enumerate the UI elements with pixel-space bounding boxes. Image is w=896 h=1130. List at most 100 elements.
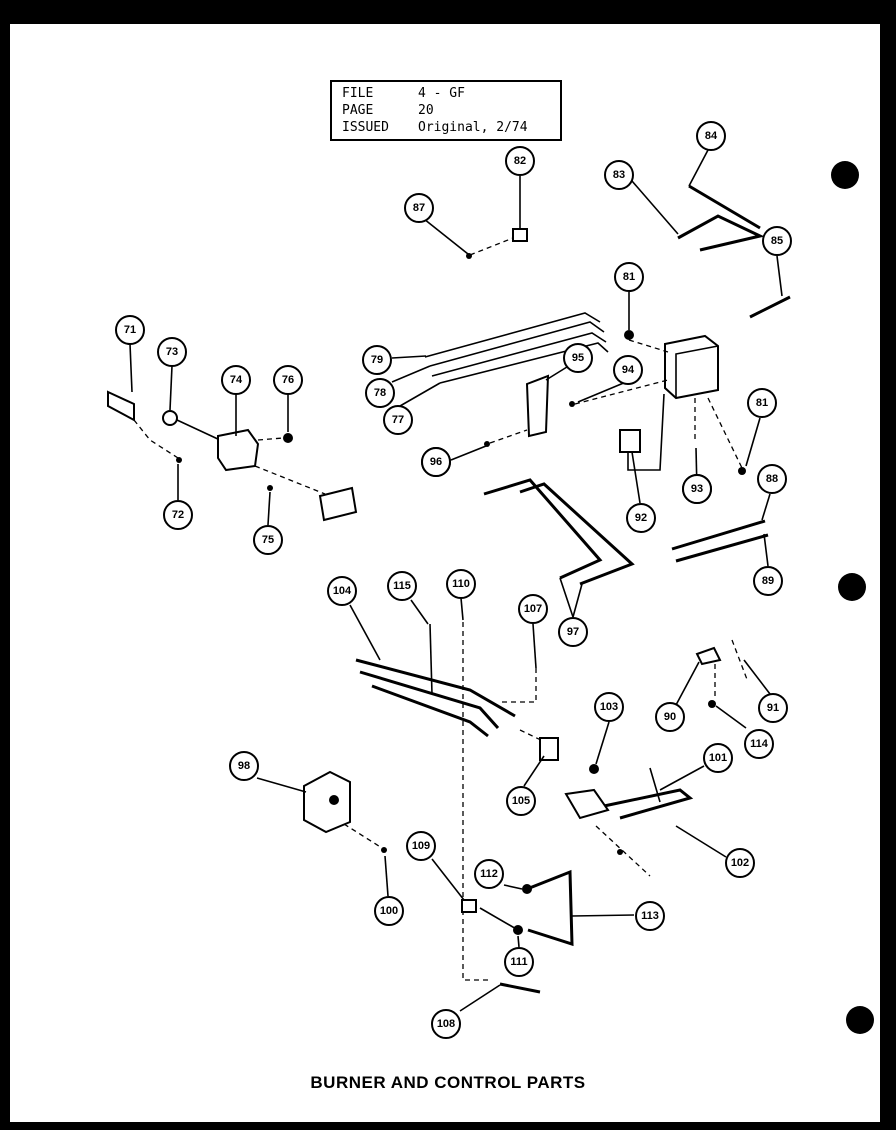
part-101-arm — [649, 767, 661, 803]
leader-115 — [410, 599, 429, 625]
part-109-shape — [461, 899, 477, 913]
callout-94: 94 — [613, 355, 643, 385]
leader-84 — [688, 149, 709, 187]
leader-113 — [571, 914, 635, 917]
leader-109 — [431, 858, 465, 901]
control-box-edge — [675, 345, 719, 398]
part-104-shape-2 — [359, 670, 500, 730]
leader-88 — [761, 493, 771, 521]
dashed-assembly-line — [254, 465, 326, 495]
svg-text:77: 77 — [392, 414, 404, 426]
leader-78 — [391, 365, 431, 383]
part-111-link — [479, 907, 519, 931]
dashed-assembly-line — [595, 825, 651, 877]
leader-97a — [559, 577, 574, 618]
callout-85: 85 — [762, 226, 792, 256]
part-104-shape-3 — [371, 684, 489, 738]
issued-row: ISSUED Original, 2/74 — [342, 119, 560, 136]
svg-text:113: 113 — [641, 910, 659, 922]
svg-text:100: 100 — [380, 905, 398, 917]
svg-text:74: 74 — [230, 374, 243, 386]
svg-text:108: 108 — [437, 1018, 455, 1030]
svg-text:115: 115 — [393, 580, 411, 592]
leader-108 — [459, 984, 501, 1012]
part-101-mount — [564, 788, 610, 820]
callout-79: 79 — [362, 345, 392, 375]
svg-text:72: 72 — [172, 509, 184, 521]
leader-77 — [399, 382, 441, 407]
part-74-shape — [217, 428, 260, 472]
svg-text:75: 75 — [262, 534, 274, 546]
part-88-shape — [671, 519, 766, 551]
callout-111: 111 — [504, 947, 534, 977]
callout-96: 96 — [421, 447, 451, 477]
svg-text:95: 95 — [572, 352, 584, 364]
leader-92 — [631, 451, 641, 504]
svg-text:90: 90 — [664, 711, 676, 723]
leader-103 — [595, 721, 610, 765]
svg-text:103: 103 — [600, 701, 618, 713]
dashed-assembly-line — [707, 397, 743, 469]
part-82-shape — [512, 228, 528, 242]
page-key: PAGE — [342, 103, 374, 118]
callout-114: 114 — [744, 729, 774, 759]
part-75-shape — [267, 485, 273, 491]
page-value: 20 — [418, 103, 434, 118]
valve-stem — [176, 419, 221, 441]
svg-text:94: 94 — [622, 364, 635, 376]
leader-97b — [572, 583, 583, 618]
dashed-assembly-line — [343, 823, 383, 849]
part-102-shape — [617, 849, 623, 855]
svg-text:101: 101 — [709, 752, 727, 764]
part-81-top-shape — [624, 330, 634, 340]
binder-hole — [846, 1006, 874, 1034]
diagram-caption: BURNER AND CONTROL PARTS — [310, 1073, 586, 1092]
dashed-assembly-line — [462, 622, 488, 981]
dashed-assembly-line — [628, 339, 669, 353]
callout-71: 71 — [115, 315, 145, 345]
svg-text:104: 104 — [333, 585, 352, 597]
leader-79 — [391, 355, 427, 359]
svg-text:82: 82 — [514, 155, 526, 167]
callout-bubbles: 71 72 73 74 75 76 77 78 79 81 81 82 83 8… — [115, 121, 792, 1039]
part-101-shape — [603, 788, 694, 820]
part-78-shape — [431, 332, 607, 377]
svg-text:96: 96 — [430, 456, 442, 468]
callout-92: 92 — [626, 503, 656, 533]
dashed-assembly-line — [502, 668, 537, 703]
leader-83 — [631, 180, 679, 235]
svg-text:88: 88 — [766, 473, 778, 485]
callout-104: 104 — [327, 576, 357, 606]
callout-102: 102 — [725, 848, 755, 878]
callout-108: 108 — [431, 1009, 461, 1039]
part-79-shape — [424, 312, 601, 358]
leader-85 — [776, 255, 783, 297]
part-77-shape — [439, 342, 609, 384]
callout-98: 98 — [229, 751, 259, 781]
part-89-shape — [675, 533, 769, 563]
part-97-shape-2 — [519, 482, 635, 586]
callout-110: 110 — [446, 569, 476, 599]
dashed-assembly-line — [489, 429, 528, 444]
leader-107 — [532, 623, 537, 669]
callout-93: 93 — [682, 474, 712, 504]
svg-text:78: 78 — [374, 387, 386, 399]
svg-text:102: 102 — [731, 857, 749, 869]
svg-text:107: 107 — [524, 603, 542, 615]
svg-text:73: 73 — [166, 346, 178, 358]
svg-text:81: 81 — [623, 271, 635, 283]
part-105-shape — [539, 737, 559, 761]
callout-90: 90 — [655, 702, 685, 732]
part-81-side-shape — [738, 467, 746, 475]
leader-114 — [715, 705, 747, 729]
part-103-shape — [589, 764, 599, 774]
leader-91 — [743, 659, 771, 695]
svg-text:76: 76 — [282, 374, 294, 386]
part-92-shape — [619, 429, 641, 453]
dashed-assembly-line — [731, 639, 749, 683]
part-97-shape — [483, 478, 603, 580]
dashed-assembly-line — [519, 729, 546, 743]
callout-91: 91 — [758, 693, 788, 723]
leader-112 — [503, 884, 523, 890]
